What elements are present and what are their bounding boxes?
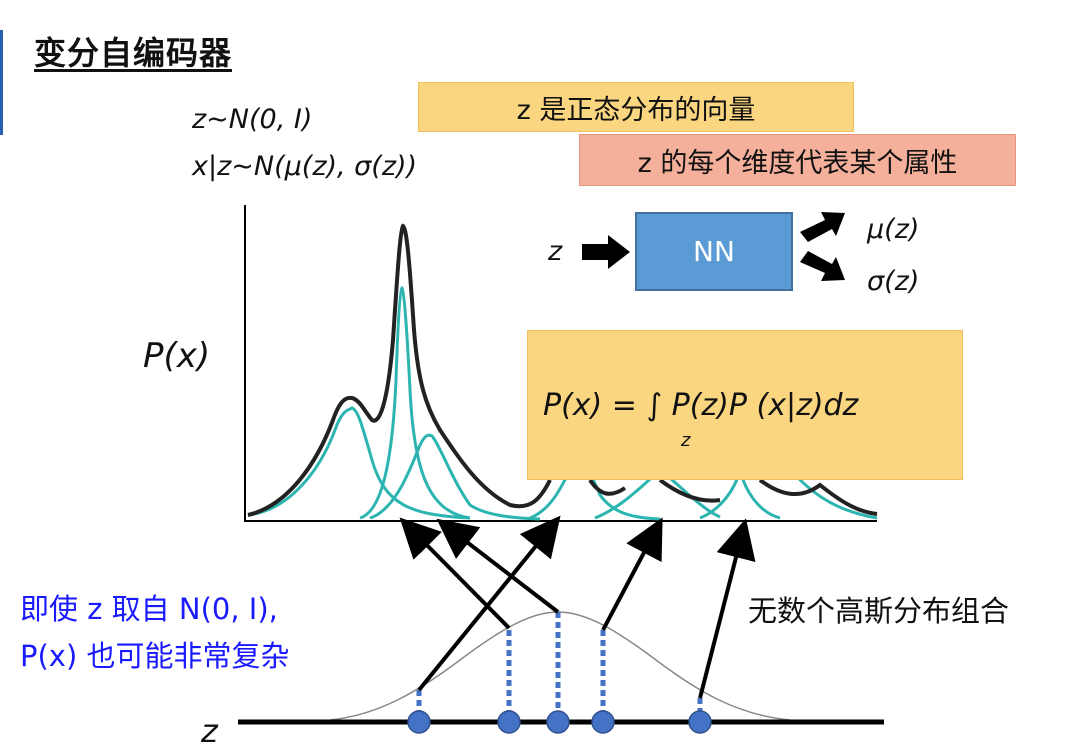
z-axis-label: z	[201, 712, 218, 750]
sample-dot-5	[688, 710, 712, 734]
nn-input-label: z	[548, 236, 563, 267]
complexity-note: 即使 z 取自 N(0, I), P(x) 也可能非常复杂	[20, 586, 290, 680]
prior-equation: z∼N(0, I)	[192, 104, 313, 135]
arrow-nn-to-sigma	[800, 251, 845, 281]
mixture-curve	[247, 223, 878, 517]
y-axis-label: P(x)	[143, 336, 211, 376]
arrow-z-to-nn	[582, 235, 630, 269]
conditional-equation: x|z∼N(μ(z), σ(z))	[192, 151, 418, 182]
sample-dot-4	[591, 710, 615, 734]
integral-subscript: z	[681, 429, 691, 451]
arrow-nn-to-mu	[800, 212, 845, 242]
mixture-note: 无数个高斯分布组合	[748, 594, 1010, 628]
left-accent-bar	[0, 30, 3, 135]
map-arrow-2	[399, 517, 511, 630]
z-normal-callout: z 是正态分布的向量	[418, 82, 854, 132]
map-arrow-5	[698, 518, 756, 699]
component-curve-1	[247, 406, 471, 520]
mu-output-label: μ(z)	[867, 214, 920, 245]
nn-box: NN	[635, 212, 793, 291]
marginal-formula: P(x) = ∫ P(z)P (x|z)dz	[543, 387, 859, 423]
map-arrow-4	[601, 517, 663, 631]
sample-dot-3	[546, 710, 570, 734]
slide-title: 变分自编码器	[34, 34, 233, 72]
sigma-output-label: σ(z)	[867, 266, 920, 297]
component-curve-3	[369, 433, 541, 521]
sample-dot-2	[497, 710, 521, 734]
component-curve-2	[359, 285, 471, 520]
sample-dot-1	[407, 710, 431, 734]
marginal-formula-box: P(x) = ∫ P(z)P (x|z)dz z	[527, 330, 963, 480]
complexity-note-line2: P(x) 也可能非常复杂	[20, 639, 290, 673]
map-arrow-3	[436, 518, 560, 614]
z-dimension-callout: z 的每个维度代表某个属性	[579, 134, 1016, 186]
complexity-note-line1: 即使 z 取自 N(0, I),	[20, 592, 278, 626]
